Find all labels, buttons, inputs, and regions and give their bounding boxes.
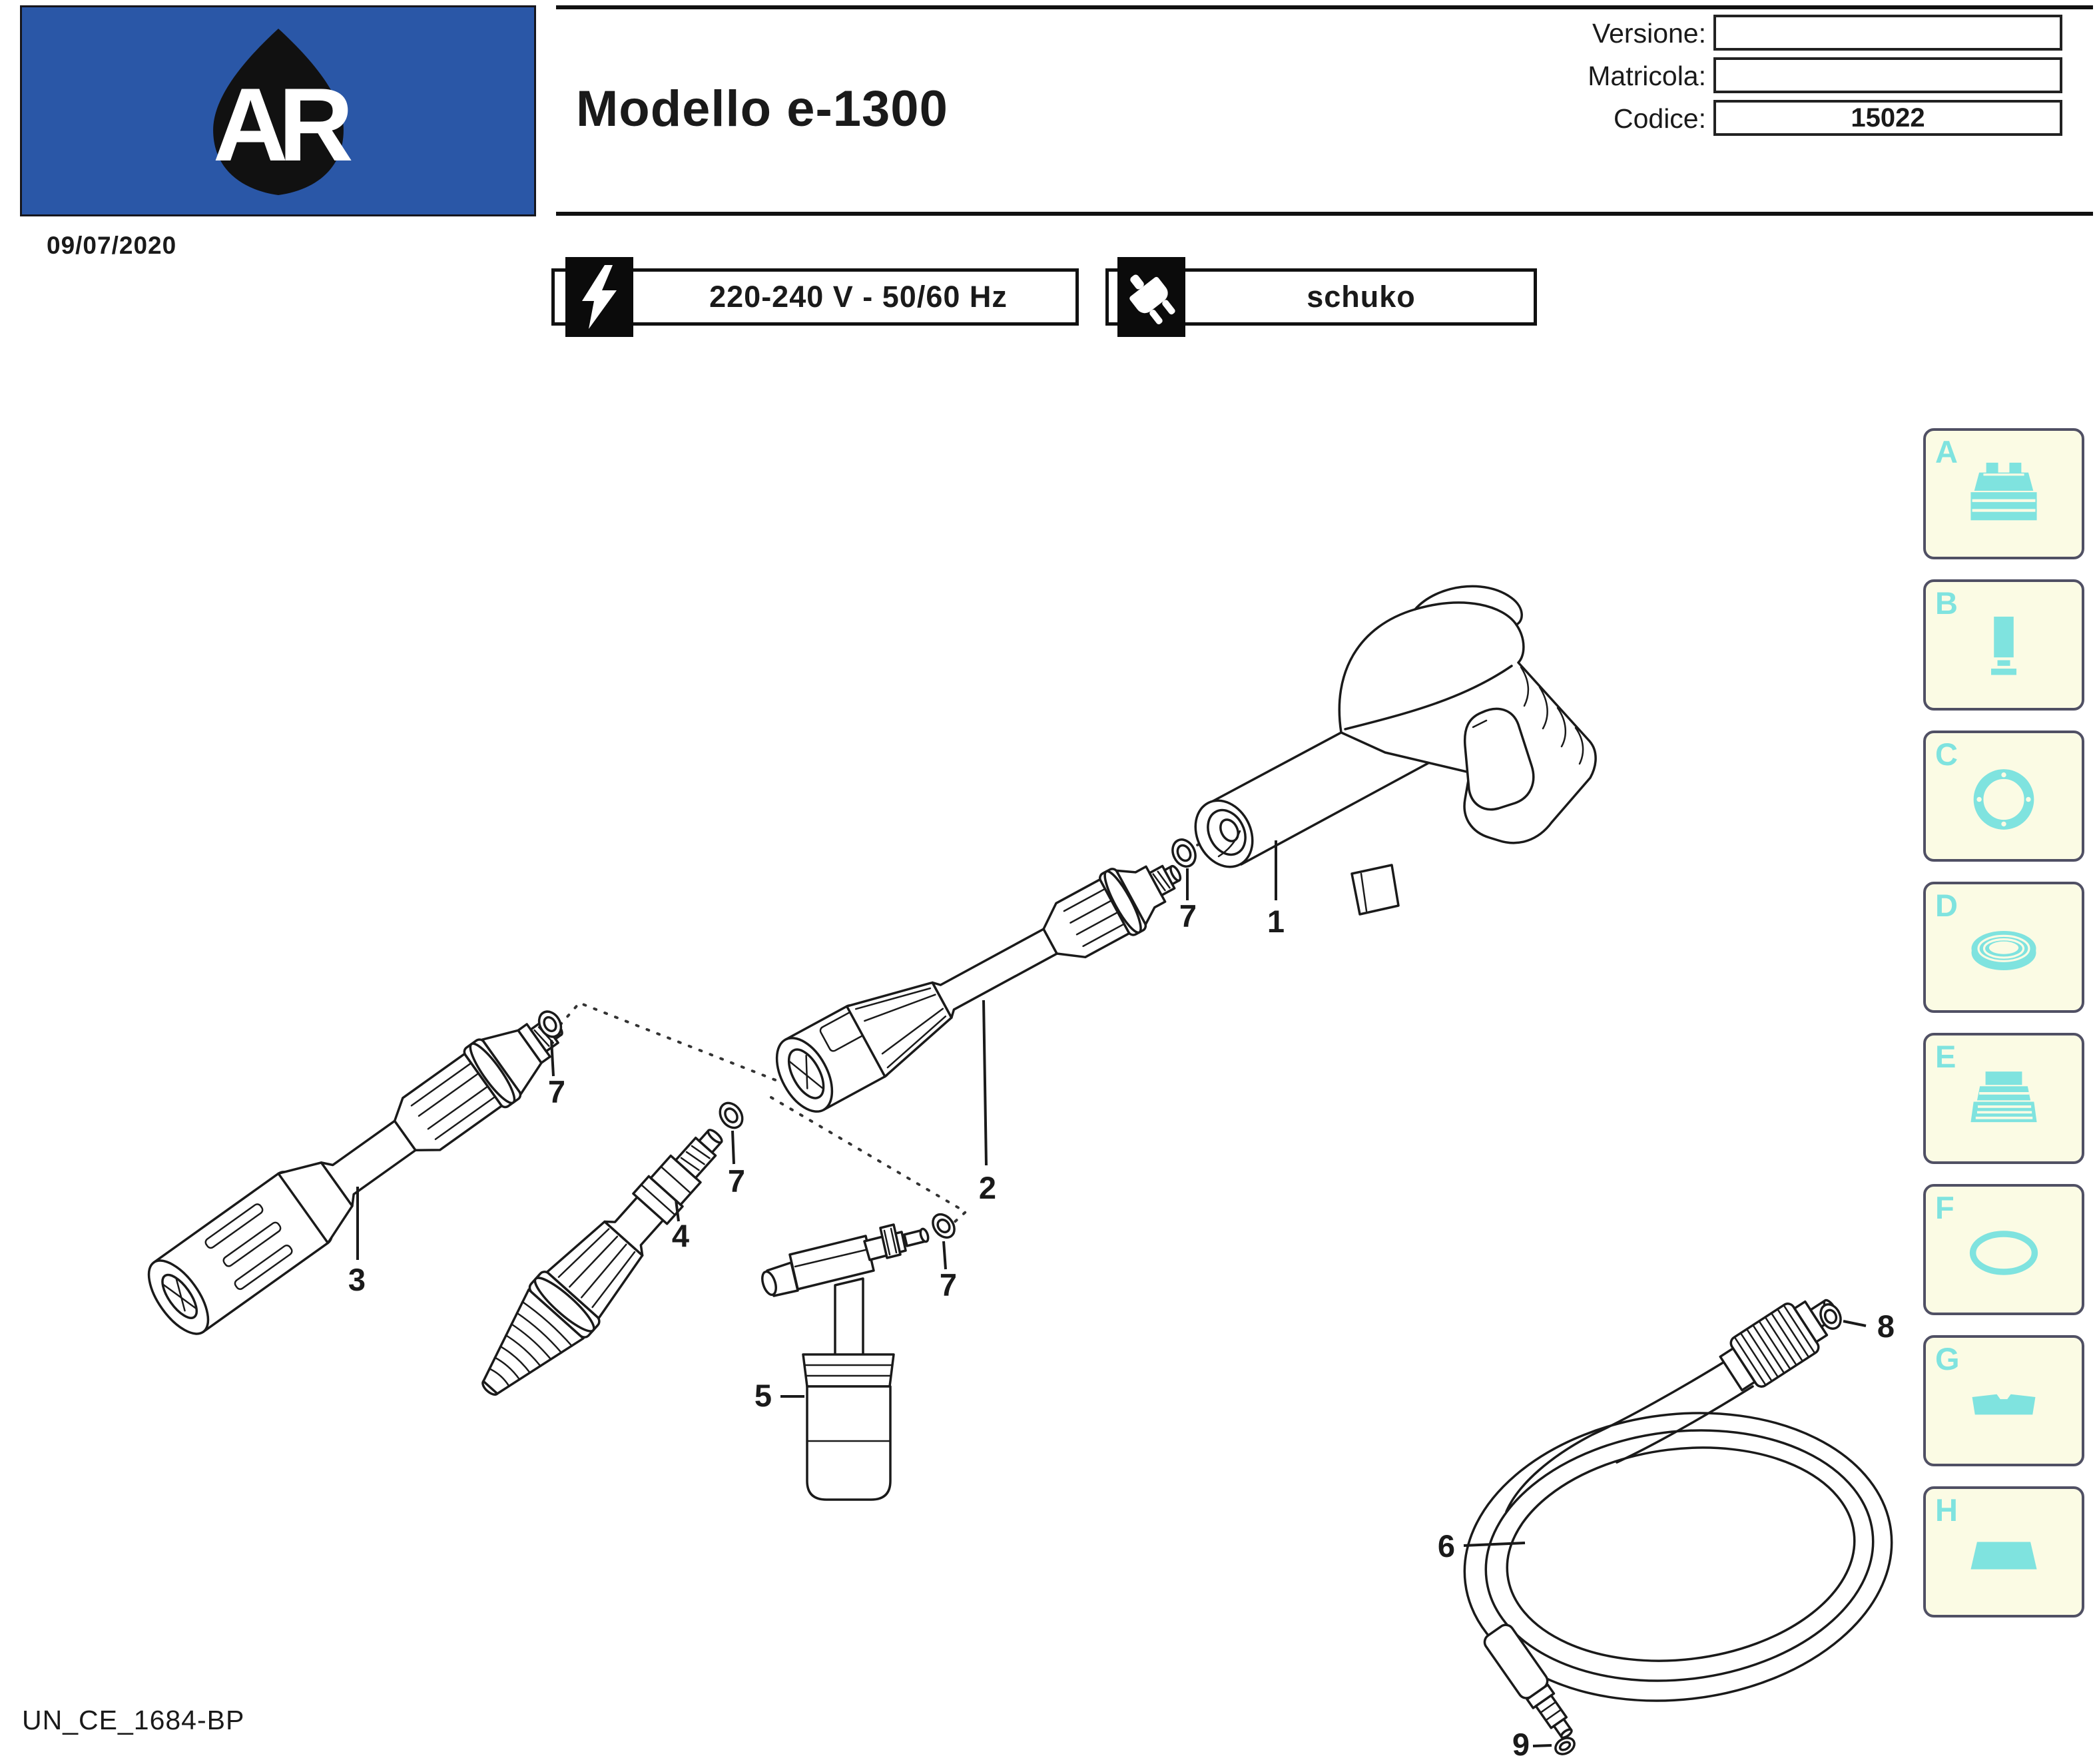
callout-number-1: 1 [1267, 904, 1285, 939]
plug-icon [1117, 257, 1185, 337]
ar-logo-icon: AR [212, 28, 361, 195]
sidebar-box-letter: C [1935, 736, 1958, 772]
o-ring-7-bottle [932, 1213, 956, 1239]
versione-label: Versione: [1592, 18, 1706, 49]
callout-number-8: 8 [1877, 1309, 1895, 1344]
o-ring-7-lance4 [719, 1101, 744, 1129]
clip-bar-icon [1972, 1394, 2036, 1415]
matricola-field[interactable] [1713, 57, 2062, 93]
sidebar-box-letter: B [1935, 585, 1958, 621]
sidebar-box-letter: A [1935, 434, 1958, 469]
callout-number-7: 7 [548, 1074, 565, 1109]
o-ring-icon [1969, 1231, 2038, 1275]
coupler-brush-icon [1970, 462, 2037, 521]
adapter-stack-icon [1970, 1071, 2037, 1123]
callout-number-7: 7 [1179, 898, 1197, 934]
washer-3d-icon [1971, 931, 2036, 971]
callout-number-6: 6 [1438, 1528, 1455, 1564]
sidebar-box-g[interactable]: G [1923, 1335, 2084, 1466]
sidebar-box-f[interactable]: F [1923, 1184, 2084, 1315]
spray-gun-1 [1194, 585, 1597, 916]
sidebar-box-h[interactable]: H [1923, 1486, 2084, 1617]
callout-number-9: 9 [1512, 1727, 1530, 1762]
sidebar-box-letter: F [1935, 1190, 1954, 1225]
callout-number-2: 2 [979, 1170, 996, 1205]
sidebar-box-letter: D [1935, 888, 1958, 923]
sidebar-box-letter: G [1935, 1341, 1960, 1376]
callout-number-7: 7 [940, 1267, 957, 1303]
sidebar-box-e[interactable]: E [1923, 1033, 2084, 1164]
callout-number-7: 7 [728, 1163, 745, 1199]
title-band [556, 5, 2093, 216]
callout-leader-4 [675, 1199, 680, 1222]
sidebar-box-b[interactable]: B [1923, 579, 2084, 711]
lance-2 [775, 864, 1182, 1113]
callout-leader-7 [942, 1241, 947, 1270]
lance-3 [147, 1019, 563, 1335]
brand-logo-box: AR [20, 5, 536, 216]
voltage-badge: 220-240 V - 50/60 Hz [551, 268, 1079, 326]
revision-date: 09/07/2020 [47, 232, 177, 259]
o-ring-7-gun [1171, 838, 1197, 868]
page-title: Modello e-1300 [576, 81, 948, 137]
hose-6 [1463, 1299, 1893, 1739]
nozzle-insert-icon [1991, 617, 2016, 675]
sidebar-box-letter: H [1935, 1492, 1958, 1528]
logo-letters: AR [212, 67, 351, 182]
callout-number-3: 3 [348, 1262, 366, 1297]
flanged-ring-icon [1973, 769, 2034, 830]
exploded-parts-diagram: 1 2 3 4 5 6 7 7 7 7 8 9 [147, 585, 1895, 1762]
sidebar-box-d[interactable]: D [1923, 882, 2084, 1013]
callout-number-5: 5 [754, 1378, 772, 1413]
voltage-badge-label: 220-240 V - 50/60 Hz [709, 280, 1008, 314]
lance-4 [481, 1129, 723, 1396]
lightning-icon [565, 257, 633, 337]
versione-field[interactable] [1713, 15, 2062, 51]
callout-labels: 1 2 3 4 5 6 7 7 7 7 8 9 [348, 840, 1895, 1762]
foam-bottle-5 [761, 1223, 930, 1501]
matricola-label: Matricola: [1588, 61, 1706, 91]
callout-leader-6 [1463, 1542, 1526, 1547]
document-code: UN_CE_1684-BP [22, 1705, 245, 1735]
codice-field[interactable] [1713, 100, 2062, 136]
callout-leader-8 [1843, 1320, 1867, 1327]
callout-leader-2 [982, 1000, 988, 1166]
callout-leader-7 [731, 1130, 735, 1165]
callout-leader-9 [1532, 1744, 1552, 1747]
wedge-block-icon [1970, 1542, 2037, 1570]
o-ring-9 [1554, 1737, 1576, 1755]
sidebar-box-letter: E [1935, 1039, 1956, 1074]
sidebar-box-c[interactable]: C [1923, 731, 2084, 862]
sidebar-box-a[interactable]: A [1923, 428, 2084, 559]
callout-number-4: 4 [672, 1218, 689, 1253]
codice-label: Codice: [1613, 103, 1706, 134]
plug-badge-label: schuko [1307, 280, 1416, 314]
o-ring-8 [1819, 1303, 1842, 1330]
callout-leader-7 [550, 1039, 555, 1077]
o-ring-7-lance3 [537, 1010, 563, 1038]
